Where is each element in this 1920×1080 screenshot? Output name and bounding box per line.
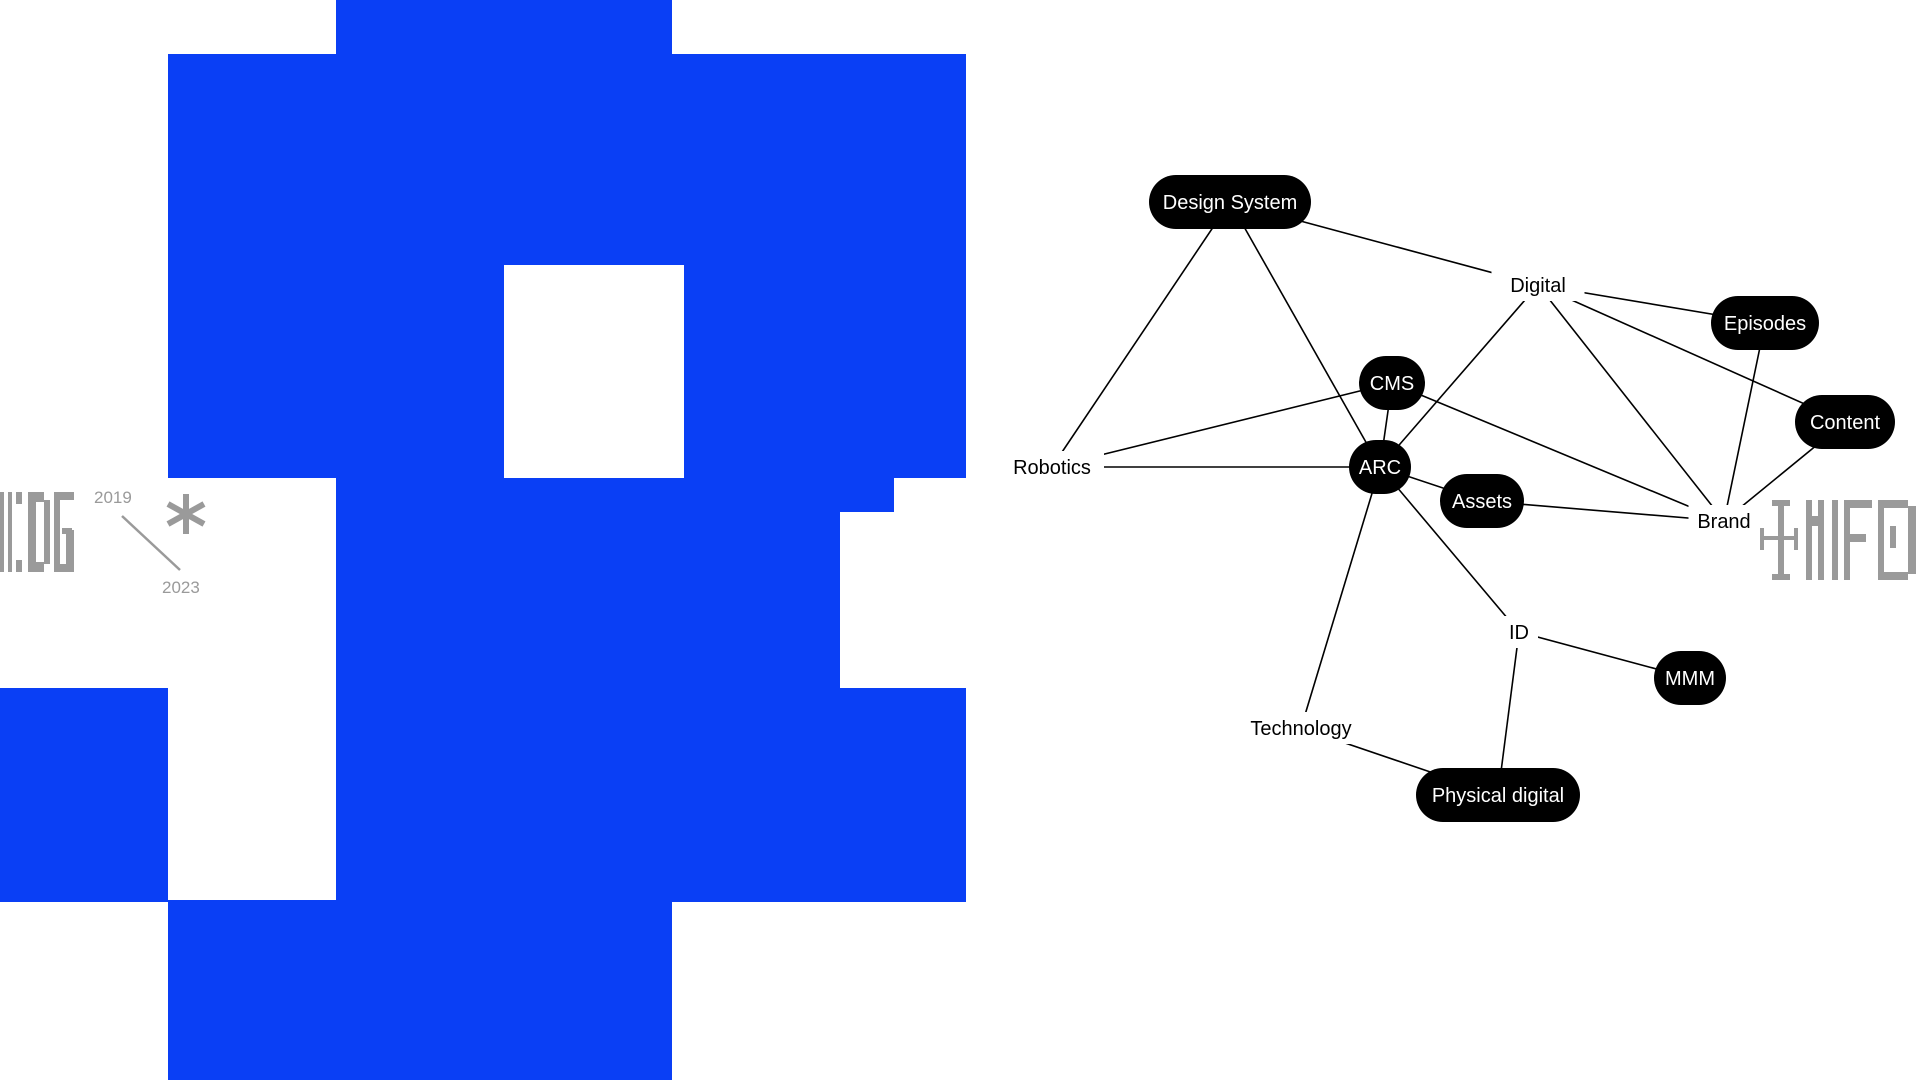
node-pill-background (1349, 440, 1411, 494)
node-label: Brand (1697, 511, 1750, 533)
node-label: Physical digital (1432, 785, 1564, 807)
node-pill-background (1795, 395, 1895, 449)
edge-design-system-to-robotics (1051, 201, 1231, 468)
logo-right-letters (1760, 500, 1916, 580)
node-label: Technology (1250, 718, 1351, 740)
node-pill-background (1440, 474, 1524, 528)
white-window-cutout (504, 265, 684, 478)
node-id[interactable]: ID (1500, 616, 1538, 648)
edge-digital-to-arc (1379, 284, 1539, 468)
node-mmm[interactable]: MMM (1654, 651, 1726, 705)
node-digital[interactable]: Digital (1491, 269, 1585, 301)
year-end: 2023 (162, 578, 200, 597)
edge-cms-to-robotics (1051, 382, 1393, 468)
node-label-background (1000, 451, 1104, 483)
node-label-background (1491, 269, 1585, 301)
node-pill-background (1416, 768, 1580, 822)
node-robotics[interactable]: Robotics (1000, 451, 1104, 483)
node-label: Design System (1163, 192, 1298, 214)
edge-arc-to-id (1379, 466, 1520, 633)
node-label: Assets (1452, 491, 1512, 513)
node-label: CMS (1370, 373, 1414, 395)
logo-left-letters (0, 492, 74, 572)
node-label: Robotics (1013, 457, 1091, 479)
node-brand[interactable]: Brand (1688, 505, 1760, 537)
node-label-background (1238, 712, 1364, 744)
node-pill-background (1359, 356, 1425, 410)
node-pill-background (1654, 651, 1726, 705)
node-label: ARC (1359, 457, 1401, 479)
node-physical-digital[interactable]: Physical digital (1416, 768, 1580, 822)
node-technology[interactable]: Technology (1238, 712, 1364, 744)
node-pill-background (1711, 296, 1819, 350)
node-label: Digital (1510, 275, 1566, 297)
edge-digital-to-brand (1537, 284, 1725, 522)
edge-episodes-to-brand (1723, 322, 1766, 522)
node-label: ID (1509, 622, 1529, 644)
edge-arc-to-technology (1300, 466, 1381, 729)
year-start: 2019 (94, 488, 132, 507)
node-assets[interactable]: Assets (1440, 474, 1524, 528)
node-content[interactable]: Content (1795, 395, 1895, 449)
node-label-background (1500, 616, 1538, 648)
node-arc[interactable]: ARC (1349, 440, 1411, 494)
edge-cms-to-brand (1391, 382, 1725, 522)
node-label: Episodes (1724, 313, 1806, 335)
node-design-system[interactable]: Design System (1149, 175, 1311, 229)
asterisk-icon (166, 494, 206, 534)
logo-left: 2019 2023 (0, 480, 220, 610)
edge-design-system-to-arc (1229, 201, 1381, 468)
node-cms[interactable]: CMS (1359, 356, 1425, 410)
node-label-background (1688, 505, 1760, 537)
node-pill-background (1149, 175, 1311, 229)
edge-digital-to-content (1537, 284, 1846, 423)
slash-divider (121, 515, 181, 571)
node-label: MMM (1665, 668, 1715, 690)
edge-id-to-physical-digital (1497, 631, 1520, 796)
node-label: Content (1810, 412, 1880, 434)
node-episodes[interactable]: Episodes (1711, 296, 1819, 350)
